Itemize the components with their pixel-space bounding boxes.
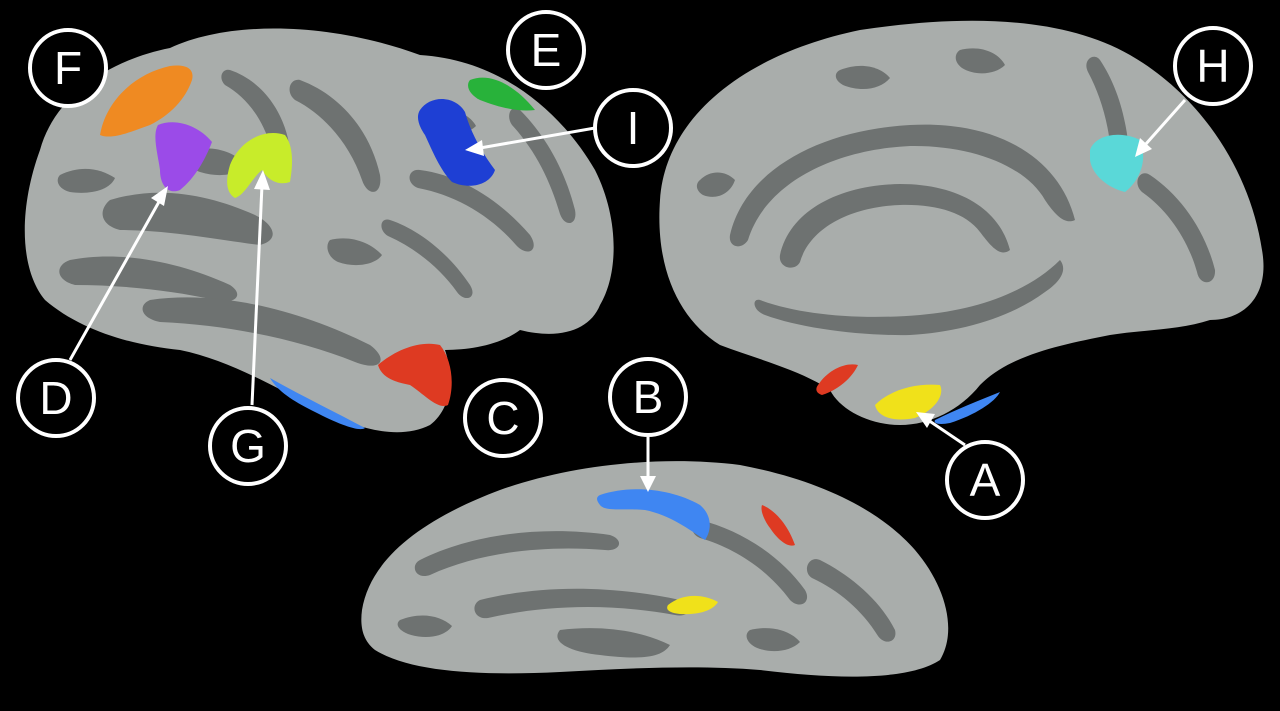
region-c-medial-patch bbox=[816, 364, 858, 395]
label-f-text: F bbox=[54, 42, 82, 94]
label-h-text: H bbox=[1196, 40, 1229, 92]
arrow-a-head bbox=[916, 412, 935, 428]
lateral-view bbox=[24, 28, 614, 433]
region-g-patch bbox=[227, 133, 293, 198]
arrow-d-head bbox=[151, 186, 168, 206]
region-c-patch bbox=[378, 343, 452, 406]
region-b-ventral-patch bbox=[597, 489, 710, 540]
label-i: I bbox=[593, 88, 673, 168]
label-i-text: I bbox=[627, 102, 640, 154]
label-b-text: B bbox=[633, 371, 664, 423]
region-c-ventral-patch bbox=[761, 505, 795, 546]
label-h: H bbox=[1173, 26, 1253, 106]
label-f: F bbox=[28, 28, 108, 108]
callout-arrows bbox=[68, 99, 1187, 492]
arrow-i-head bbox=[465, 140, 484, 156]
region-b-lateral-patch bbox=[270, 378, 365, 430]
label-d: D bbox=[16, 358, 96, 438]
arrow-g-head bbox=[254, 170, 270, 190]
arrow-h-head bbox=[1135, 138, 1152, 157]
arrow-h bbox=[1143, 99, 1187, 146]
label-g-text: G bbox=[230, 420, 266, 472]
label-a: A bbox=[945, 440, 1025, 520]
callout-labels: F E I H D G C B bbox=[16, 10, 1253, 520]
region-e-patch bbox=[468, 77, 535, 111]
label-e-text: E bbox=[531, 24, 562, 76]
arrow-g bbox=[250, 184, 264, 406]
lateral-sulci bbox=[57, 69, 576, 366]
label-b: B bbox=[608, 357, 688, 437]
region-d-patch bbox=[155, 122, 212, 192]
arrow-a bbox=[927, 418, 966, 447]
ventral-view bbox=[361, 461, 949, 677]
medial-view bbox=[659, 20, 1264, 425]
arrow-b-head bbox=[640, 476, 656, 492]
region-a-ventral-patch bbox=[667, 595, 718, 615]
region-b-medial-patch bbox=[934, 392, 1000, 424]
label-g: G bbox=[208, 406, 288, 486]
region-h-patch bbox=[1090, 134, 1144, 192]
arrow-i bbox=[479, 126, 596, 150]
region-a-patch bbox=[875, 384, 942, 420]
label-c: C bbox=[463, 378, 543, 458]
label-e: E bbox=[506, 10, 586, 90]
medial-sulci bbox=[696, 48, 1216, 336]
arrow-d bbox=[68, 199, 162, 361]
ventral-cortex-surface bbox=[361, 461, 949, 677]
label-d-text: D bbox=[39, 372, 72, 424]
ventral-sulci bbox=[397, 519, 896, 658]
region-f-patch bbox=[100, 65, 193, 137]
region-i-patch bbox=[417, 98, 495, 186]
label-c-text: C bbox=[486, 392, 519, 444]
label-a-text: A bbox=[970, 454, 1001, 506]
